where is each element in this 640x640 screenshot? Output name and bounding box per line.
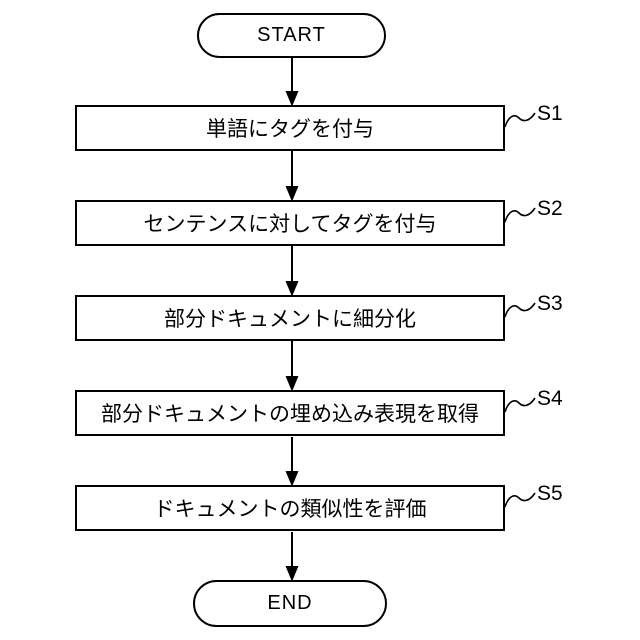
step-box-s1: 単語にタグを付与: [75, 105, 505, 151]
step-box-s5-text: ドキュメントの類似性を評価: [153, 498, 427, 521]
arrow-s4-to-s5: [285, 437, 299, 487]
step-label-s2: S2: [537, 197, 563, 220]
step-box-s2-text: センテンスに対してタグを付与: [143, 213, 437, 236]
step-label-s1: S1: [537, 102, 563, 125]
arrow-s2-to-s3: [285, 246, 299, 297]
step-box-s2: センテンスに対してタグを付与: [75, 200, 505, 246]
step-label-s5: S5: [537, 482, 563, 505]
arrow-s1-to-s2: [285, 151, 299, 202]
label-leader-s1: [504, 112, 536, 128]
label-leader-s2: [504, 207, 536, 223]
arrow-s3-to-s4: [285, 341, 299, 392]
label-leader-s4: [504, 397, 536, 413]
label-leader-s3: [504, 302, 536, 318]
step-label-s3: S3: [537, 292, 563, 315]
step-box-s4: 部分ドキュメントの埋め込み表現を取得: [75, 390, 505, 436]
step-box-s3-text: 部分ドキュメントに細分化: [164, 308, 416, 331]
step-label-s4: S4: [537, 387, 563, 410]
arrow-s5-to-end: [285, 532, 299, 582]
start-terminal-label: START: [257, 24, 326, 46]
end-terminal-label: END: [267, 592, 313, 614]
end-terminal: END: [193, 580, 387, 627]
step-box-s3: 部分ドキュメントに細分化: [75, 295, 505, 341]
step-box-s4-text: 部分ドキュメントの埋め込み表現を取得: [101, 403, 479, 426]
step-box-s5: ドキュメントの類似性を評価: [75, 485, 505, 531]
label-leader-s5: [504, 492, 536, 508]
arrow-start-to-s1: [285, 58, 299, 107]
step-box-s1-text: 単語にタグを付与: [206, 118, 374, 141]
start-terminal: START: [197, 13, 386, 58]
